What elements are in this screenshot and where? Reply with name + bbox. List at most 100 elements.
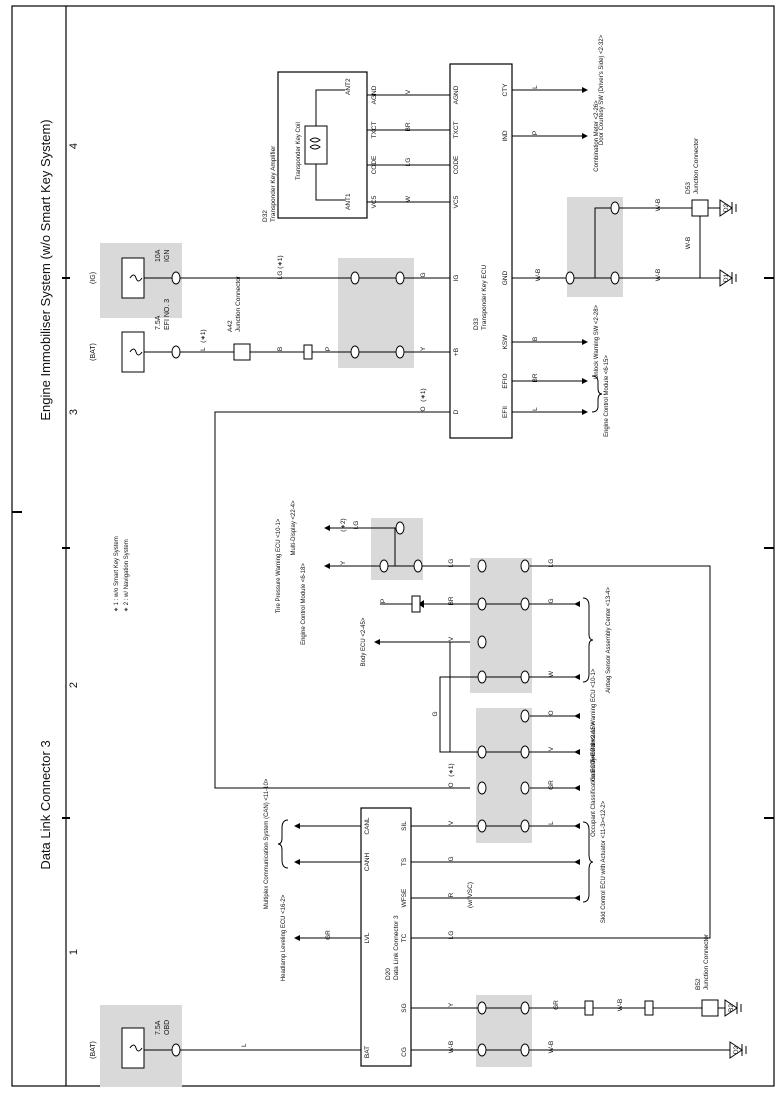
dest-combo: Combination Meter <2-26> xyxy=(594,100,600,172)
svg-text:D33: D33 xyxy=(473,318,480,330)
svg-text:D: D xyxy=(453,409,460,414)
dest-efi-ecm: Engine Control Module <6-15> xyxy=(604,355,610,437)
svg-text:CANL: CANL xyxy=(364,817,371,835)
svg-text:BR: BR xyxy=(405,122,412,131)
svg-text:VC5: VC5 xyxy=(453,195,460,208)
svg-text:V: V xyxy=(405,89,412,94)
svg-text:W-B: W-B xyxy=(655,269,662,282)
note-1: ∗ 1 : w/o Smart Key System xyxy=(114,536,120,612)
svg-text:GND: GND xyxy=(502,270,509,285)
junction-labels: A42 Junction Connector D53 Junction Conn… xyxy=(227,137,710,990)
svg-text:(IG): (IG) xyxy=(90,272,97,284)
svg-text:Transponder Key ECU: Transponder Key ECU xyxy=(481,265,488,330)
d20-data-link-connector: D20 Data Link Connector 3 BAT CG SG TC L… xyxy=(360,807,412,1067)
svg-text:L: L xyxy=(200,347,207,351)
svg-text:L: L xyxy=(241,1043,248,1047)
svg-text:+B: +B xyxy=(453,348,460,356)
arrows xyxy=(294,87,588,941)
svg-text:IGN: IGN xyxy=(164,250,171,262)
svg-text:(∗1): (∗1) xyxy=(448,763,455,776)
svg-text:CODE: CODE xyxy=(453,155,460,174)
svg-text:D20: D20 xyxy=(385,968,392,980)
svg-text:O: O xyxy=(448,782,455,787)
svg-text:SIL: SIL xyxy=(401,821,408,831)
svg-text:IG: IG xyxy=(453,275,460,282)
wires xyxy=(144,89,730,1051)
svg-text:D2: D2 xyxy=(723,203,730,212)
svg-text:G: G xyxy=(432,711,439,716)
fuse-obd: (BAT) 7.5A OBD xyxy=(90,1020,171,1069)
svg-text:KSW: KSW xyxy=(502,334,509,350)
svg-text:BAT: BAT xyxy=(364,1046,371,1058)
dest-gateway: Gateway ECU <2-15> xyxy=(591,722,597,781)
svg-text:Junction Connector: Junction Connector xyxy=(703,933,710,990)
svg-text:(w/ VSC): (w/ VSC) xyxy=(467,882,474,908)
svg-text:LG: LG xyxy=(277,271,284,280)
dest-multidisplay: Multi-Display <22-4> xyxy=(291,500,297,556)
d33-transponder-key-ecu: D33 Transponder Key ECU AGND TXCT CODE V… xyxy=(449,63,513,439)
svg-text:G: G xyxy=(548,598,555,603)
svg-text:B52: B52 xyxy=(695,978,702,990)
svg-text:7.5A: 7.5A xyxy=(155,315,162,330)
dest-tire2: Tire Pressure Warning ECU <10-1> xyxy=(276,518,282,613)
svg-text:OBD: OBD xyxy=(164,1020,171,1035)
svg-text:G: G xyxy=(420,272,427,277)
svg-text:GR: GR xyxy=(553,1000,560,1010)
svg-text:AGND: AGND xyxy=(453,85,460,104)
svg-text:LG: LG xyxy=(448,559,455,568)
svg-text:B: B xyxy=(277,347,284,351)
column-3: 3 xyxy=(68,409,80,415)
dest-unlock: Unlock Warning SW <2-28> xyxy=(594,304,600,379)
svg-text:W-B: W-B xyxy=(655,199,662,212)
svg-text:ANT2: ANT2 xyxy=(345,78,352,95)
svg-text:EFI NO. 3: EFI NO. 3 xyxy=(164,299,171,330)
note-2: ∗ 2 : w/ Navigation System xyxy=(124,539,130,612)
svg-text:(BAT): (BAT) xyxy=(90,1041,97,1059)
svg-text:CANH: CANH xyxy=(364,852,371,871)
svg-text:Transponder Key Amplifier: Transponder Key Amplifier xyxy=(270,145,277,222)
svg-text:CG: CG xyxy=(401,1047,408,1057)
svg-text:B2: B2 xyxy=(728,1004,735,1012)
svg-text:W-B: W-B xyxy=(548,1041,555,1054)
svg-text:W-B: W-B xyxy=(617,999,624,1012)
column-1: 1 xyxy=(68,949,80,955)
dest-body: Body ECU <2-45> xyxy=(361,617,367,666)
svg-text:Y: Y xyxy=(340,560,347,565)
svg-text:L: L xyxy=(548,821,555,825)
svg-text:LG: LG xyxy=(353,521,360,530)
svg-text:W-B: W-B xyxy=(535,269,542,282)
svg-text:LG: LG xyxy=(548,559,555,568)
svg-text:A42: A42 xyxy=(227,320,234,332)
svg-text:CTY: CTY xyxy=(502,83,509,97)
svg-text:Y: Y xyxy=(420,346,427,351)
svg-text:B: B xyxy=(532,337,539,341)
svg-text:TS: TS xyxy=(401,857,408,866)
svg-text:W-B: W-B xyxy=(448,1041,455,1054)
svg-text:W-B: W-B xyxy=(685,237,692,250)
dest-skid: Skid Control ECU with Actuator <11-3><12… xyxy=(601,800,607,923)
svg-text:R: R xyxy=(448,892,455,897)
svg-text:SG: SG xyxy=(401,1003,408,1012)
dest-airbag: Airbag Sensor Assembly Center <13-4> xyxy=(606,587,612,693)
connector-pins xyxy=(171,201,620,1057)
dest-ecm: Engine Control Module <6-18> xyxy=(301,563,307,645)
svg-text:(BAT): (BAT) xyxy=(90,343,97,361)
svg-text:W: W xyxy=(405,195,412,202)
svg-text:Y: Y xyxy=(448,1002,455,1007)
svg-text:D32: D32 xyxy=(262,210,269,222)
svg-text:LVL: LVL xyxy=(364,932,371,943)
svg-text:L: L xyxy=(532,85,539,89)
dest-door: Door Courtesy SW (Driver's Side) <2-32> xyxy=(599,34,605,145)
svg-text:D2: D2 xyxy=(733,1045,740,1054)
svg-text:LG: LG xyxy=(448,931,455,940)
svg-text:TXCT: TXCT xyxy=(453,121,460,138)
wire-labels: L W-B W-B Y GR W-B LG GR R (w/ VSC) G V … xyxy=(200,85,692,1053)
page-frame xyxy=(11,5,775,1087)
svg-text:10A: 10A xyxy=(155,249,162,262)
svg-text:WFSE: WFSE xyxy=(401,888,408,907)
svg-text:L: L xyxy=(532,407,539,411)
svg-text:G: G xyxy=(448,856,455,861)
column-4: 4 xyxy=(68,143,80,149)
braces xyxy=(277,375,603,903)
